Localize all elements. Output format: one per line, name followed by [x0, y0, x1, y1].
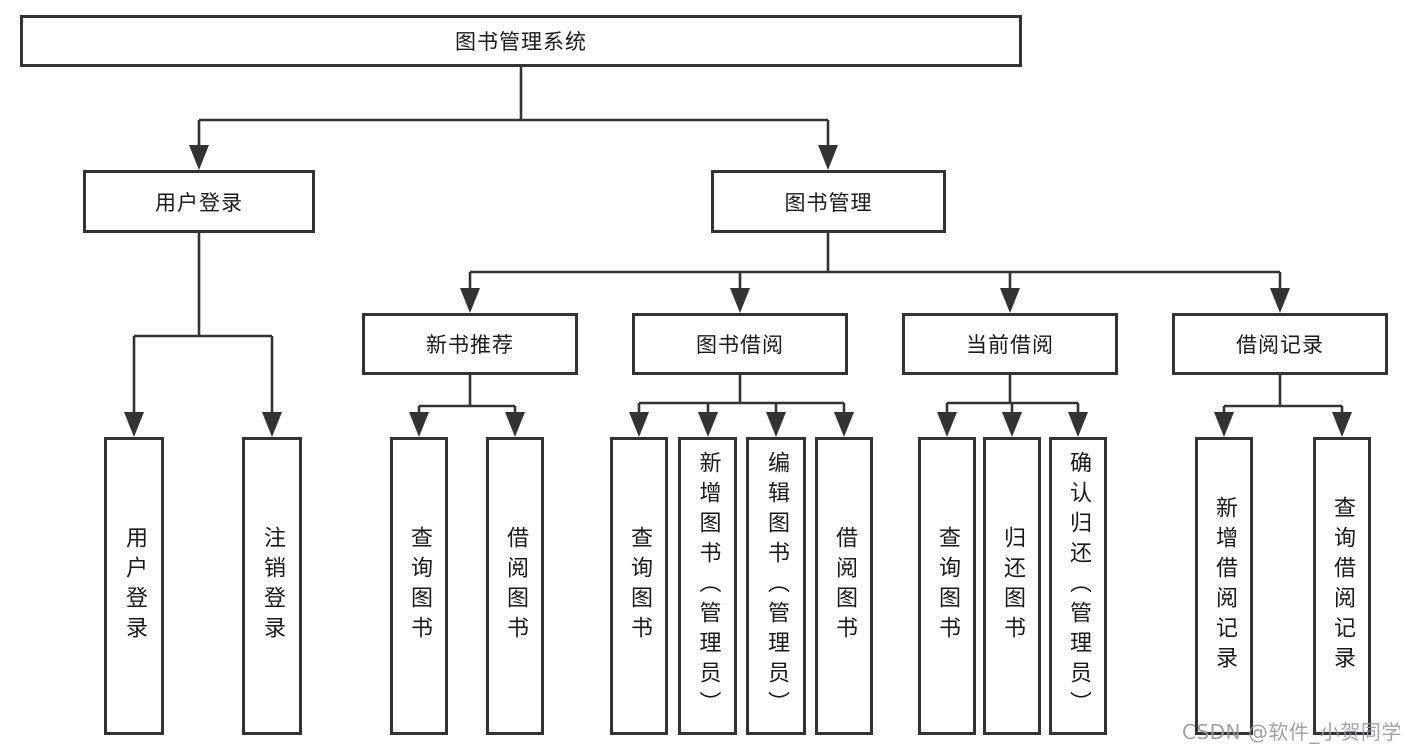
node-current-borrowing: 当前借阅 — [902, 313, 1118, 375]
node-label: 借阅图书 — [503, 526, 528, 646]
edge-root-to-level2 — [189, 67, 838, 170]
node-label: 编辑图书（管理员） — [764, 451, 789, 721]
node-label: 当前借阅 — [966, 333, 1054, 357]
leaf-borrow-edit-books-admin: 编辑图书（管理员） — [746, 437, 806, 735]
leaf-recommend-query-books: 查询图书 — [390, 437, 448, 735]
leaf-current-confirm-return-admin: 确认归还（管理员） — [1049, 437, 1107, 735]
leaf-recommend-borrow-books: 借阅图书 — [486, 437, 544, 735]
node-label: 图书管理 — [784, 190, 873, 215]
leaf-borrow-add-books-admin: 新增图书（管理员） — [678, 437, 737, 735]
node-new-book-recommend: 新书推荐 — [362, 313, 578, 375]
node-label: 查询图书 — [627, 526, 652, 646]
leaf-borrow-borrow-books: 借阅图书 — [815, 437, 873, 735]
leaf-records-query-borrow-record: 查询借阅记录 — [1313, 437, 1371, 735]
node-label: 用户登录 — [122, 526, 147, 646]
node-label: 用户登录 — [155, 190, 243, 215]
node-borrow-records: 借阅记录 — [1172, 313, 1388, 375]
leaf-current-query-books: 查询图书 — [918, 437, 976, 735]
leaf-records-add-borrow-record: 新增借阅记录 — [1195, 437, 1253, 735]
node-label: 新增图书（管理员） — [695, 451, 721, 721]
edge-borrow-to-leaves — [629, 375, 854, 437]
node-label: 借阅记录 — [1236, 333, 1324, 357]
node-label: 借阅图书 — [832, 526, 857, 646]
node-label: 查询借阅记录 — [1330, 496, 1355, 676]
node-label: 图书管理系统 — [455, 30, 587, 54]
leaf-user-login: 用户登录 — [104, 437, 164, 735]
node-label: 归还图书 — [1000, 526, 1025, 646]
node-label: 注销登录 — [260, 526, 285, 646]
node-library-system: 图书管理系统 — [20, 15, 1022, 67]
edge-mgmt-to-level3 — [460, 233, 1290, 313]
node-book-borrowing: 图书借阅 — [632, 313, 848, 375]
leaf-logout: 注销登录 — [242, 437, 302, 735]
node-user-login-group: 用户登录 — [83, 170, 315, 233]
edge-records-to-leaves — [1214, 375, 1352, 437]
csdn-watermark: CSDN @软件_小贺同学 — [1182, 720, 1402, 744]
edge-current-to-leaves — [937, 375, 1088, 437]
node-label: 新增借阅记录 — [1212, 496, 1237, 676]
node-label: 新书推荐 — [426, 333, 514, 357]
node-label: 查询图书 — [935, 526, 960, 646]
edge-rec-to-leaves — [409, 375, 525, 437]
node-label: 查询图书 — [407, 526, 432, 646]
leaf-borrow-query-books: 查询图书 — [610, 437, 668, 735]
node-label: 图书借阅 — [696, 333, 784, 357]
leaf-current-return-books: 归还图书 — [983, 437, 1041, 735]
node-label: 确认归还（管理员） — [1066, 451, 1091, 721]
edge-login-to-leaves — [124, 233, 282, 437]
node-book-management: 图书管理 — [711, 170, 946, 233]
